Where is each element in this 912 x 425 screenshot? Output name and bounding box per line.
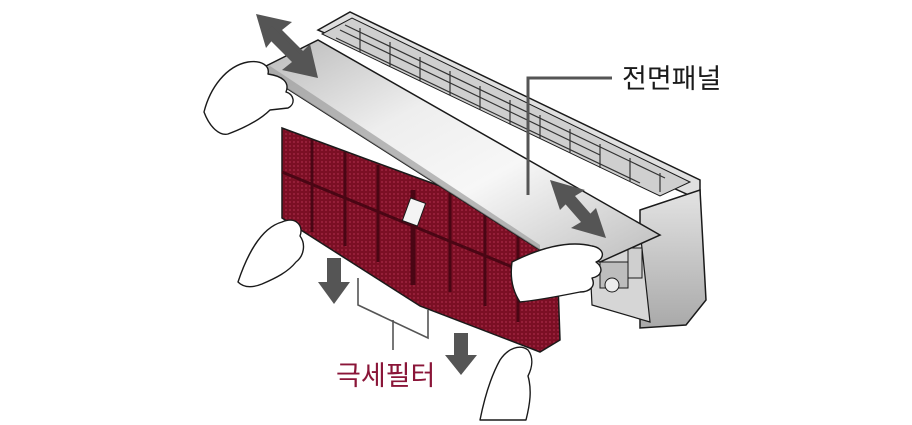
indoor-unit-body [316, 11, 707, 329]
double-arrow-icon [256, 14, 318, 78]
front-panel-label: 전면패널 [622, 64, 721, 95]
front-panel-callout-line [526, 76, 612, 195]
down-arrow-icon [318, 258, 350, 304]
micro-filter-label: 극세필터 [336, 361, 435, 392]
double-arrow-icon [550, 180, 606, 238]
down-arrow-icon [445, 333, 477, 375]
hand-icon [203, 60, 294, 135]
air-intake-grill [335, 24, 666, 192]
micro-filter [281, 126, 561, 353]
filter-handle-tab [401, 197, 427, 227]
hand-icon [479, 346, 533, 421]
sensor-knob [604, 277, 620, 293]
hand-icon [510, 243, 603, 303]
hand-icon [237, 219, 305, 288]
